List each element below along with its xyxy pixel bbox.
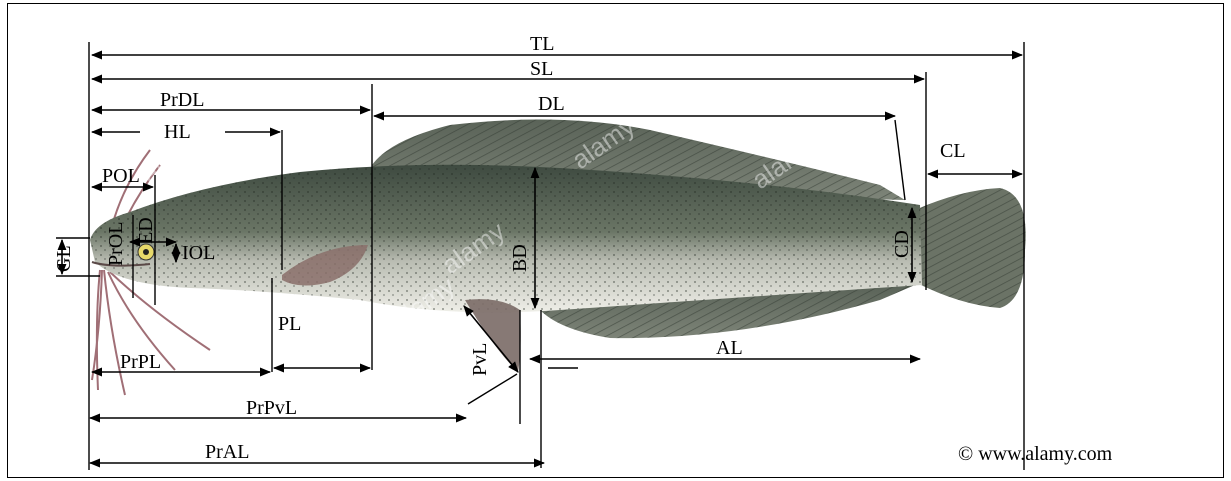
label-dl: DL: [538, 93, 565, 115]
pelvic-diagonal-line: [468, 374, 517, 404]
label-prpvl: PrPvL: [246, 397, 297, 419]
caudal-fin: [915, 188, 1026, 308]
label-prol: PrOL: [105, 222, 127, 266]
label-iol: IOL: [182, 242, 215, 264]
dorsal-end-reference-line: [895, 120, 905, 200]
label-tl: TL: [530, 33, 554, 55]
label-cl: CL: [940, 140, 966, 162]
label-pl: PL: [278, 313, 301, 335]
label-sl: SL: [530, 58, 553, 80]
fish-illustration: [90, 120, 1026, 395]
label-pol: POL: [102, 165, 140, 187]
label-cd: CD: [891, 230, 913, 258]
label-gl: GL: [53, 245, 75, 272]
label-pvl: PvL: [469, 343, 491, 376]
copyright-notice: © www.alamy.com: [958, 443, 1112, 466]
label-bd: BD: [509, 244, 531, 272]
label-al: AL: [716, 337, 743, 359]
label-pral: PrAL: [205, 441, 249, 463]
label-prpl: PrPL: [120, 351, 161, 373]
label-prdl: PrDL: [160, 89, 204, 111]
label-hl: HL: [164, 121, 191, 143]
label-ed: ED: [135, 217, 157, 244]
